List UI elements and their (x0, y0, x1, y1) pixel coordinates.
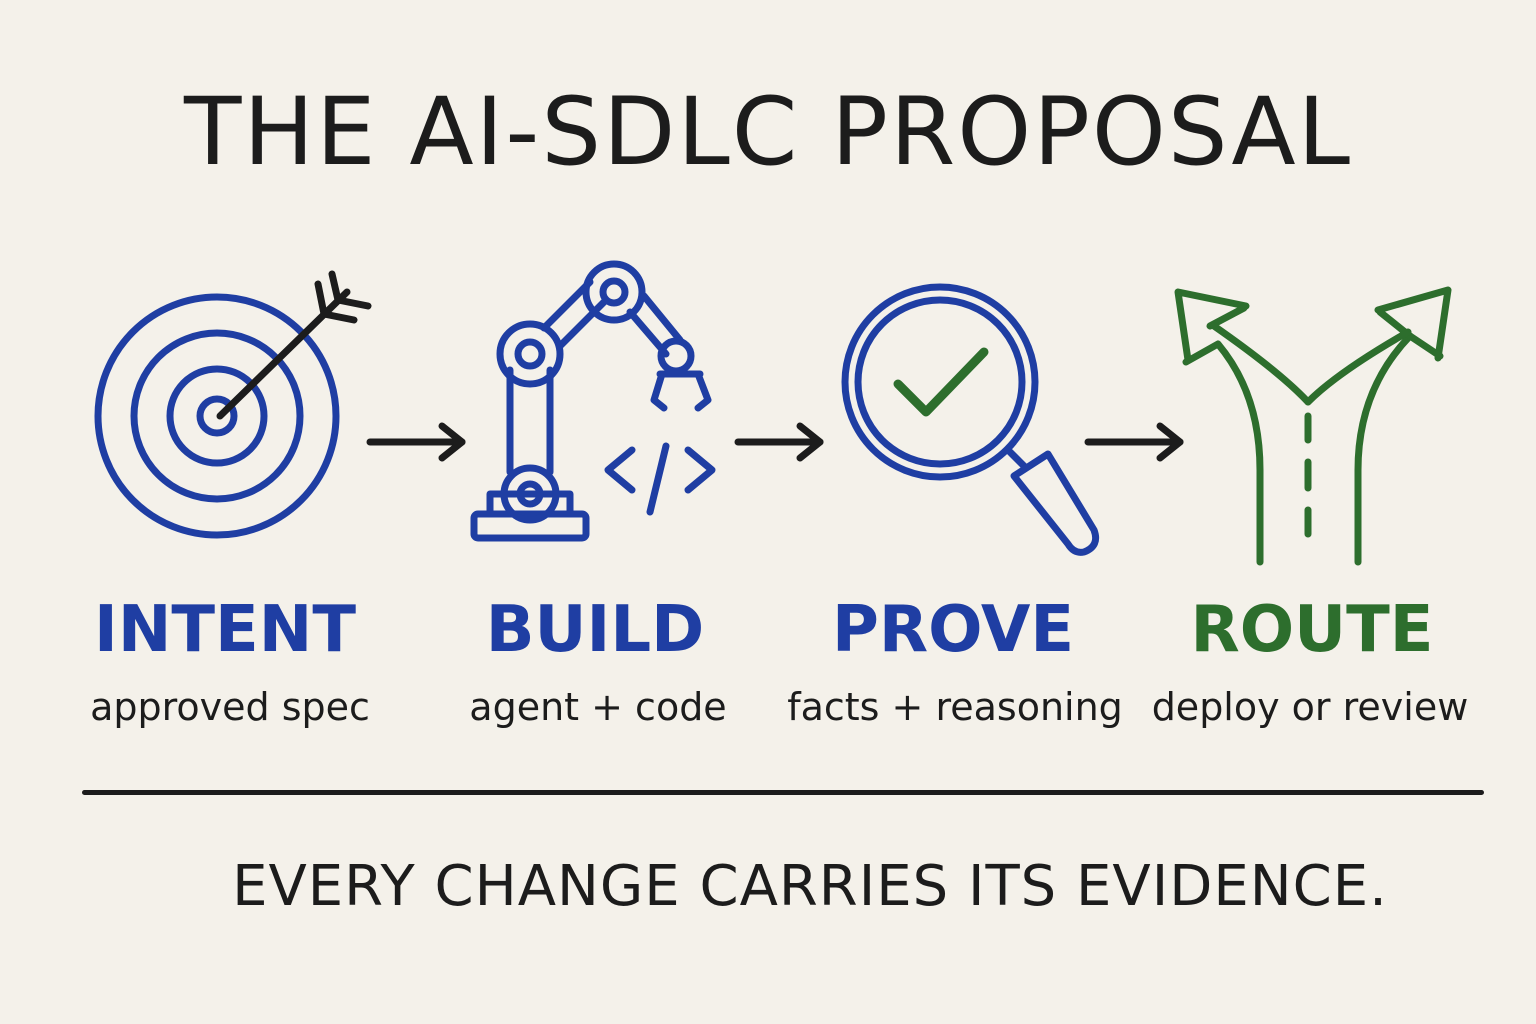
stage-caption-build: agent + code (469, 685, 727, 729)
magnifier-check-icon (841, 283, 1100, 556)
robot-arm-code-icon (470, 260, 716, 542)
stage-label-route: ROUTE (1190, 593, 1434, 667)
tagline: EVERY CHANGE CARRIES ITS EVIDENCE. (232, 854, 1388, 919)
stage-caption-intent: approved spec (90, 685, 370, 729)
stage-caption-route: deploy or review (1151, 685, 1469, 729)
flow-arrow-icon (734, 422, 824, 462)
page-title: THE AI-SDLC PROPOSAL (184, 78, 1352, 187)
fork-road-icon (1174, 286, 1452, 566)
stage-label-build: BUILD (485, 593, 705, 667)
stage-caption-prove: facts + reasoning (787, 685, 1123, 729)
divider (82, 790, 1484, 795)
stage-label-prove: PROVE (831, 593, 1075, 667)
flow-arrow-icon (366, 422, 466, 462)
target-arrow-icon (94, 270, 372, 539)
flow-arrow-icon (1084, 422, 1184, 462)
stage-label-intent: INTENT (94, 593, 356, 667)
